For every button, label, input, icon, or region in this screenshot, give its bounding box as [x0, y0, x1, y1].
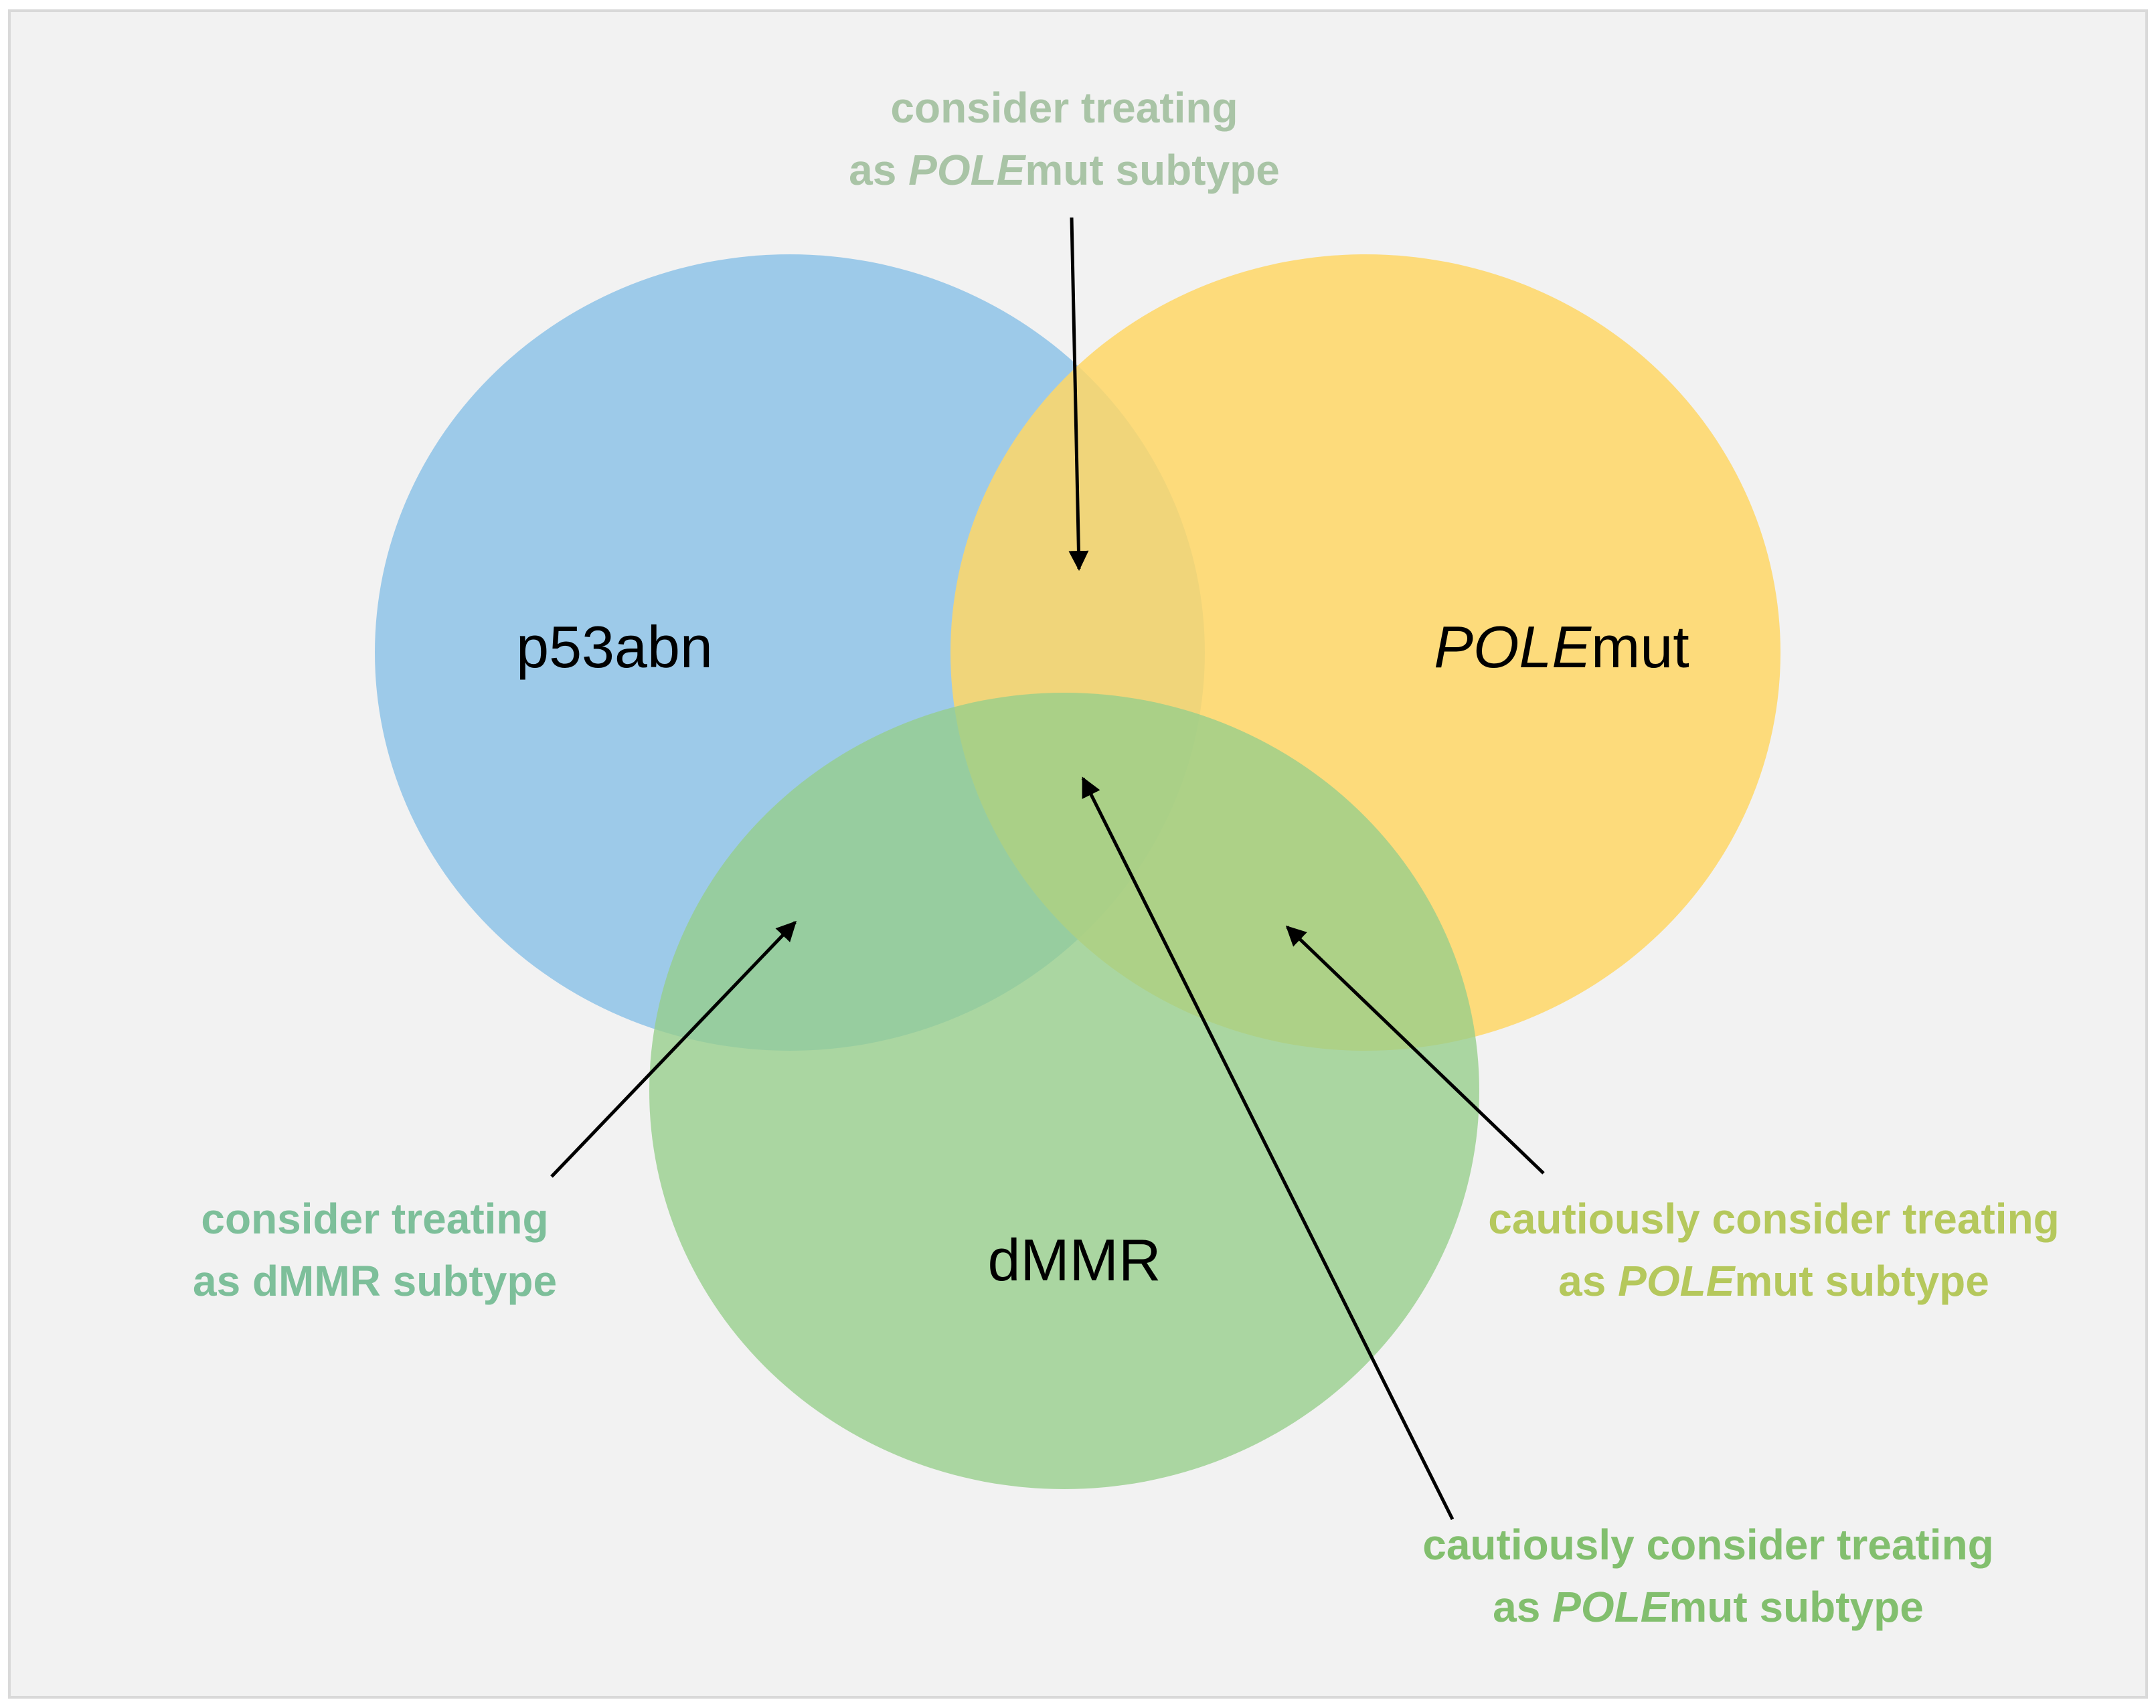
- annotation-bottom-line2: as POLEmut subtype: [1493, 1583, 1924, 1631]
- dmmr-label: dMMR: [987, 1227, 1161, 1293]
- annotation-bottom-line1: cautiously consider treating: [1422, 1521, 1994, 1569]
- annotation-right-line2: as POLEmut subtype: [1558, 1257, 1989, 1305]
- annotation-left-line1: consider treating: [201, 1195, 548, 1243]
- annotation-right-line1: cautiously consider treating: [1488, 1195, 2060, 1243]
- annotation-top-line2: as POLEmut subtype: [849, 146, 1280, 194]
- arrow-right: [1285, 925, 1545, 1175]
- arrow-left: [550, 920, 797, 1178]
- arrow-bottom: [1081, 776, 1455, 1521]
- p53abn-label: p53abn: [516, 614, 713, 680]
- arrow-top: [1068, 217, 1089, 571]
- polemut-label: POLEmut: [1434, 614, 1689, 680]
- annotation-left-line2: as dMMR subtype: [193, 1257, 557, 1305]
- annotation-top-line1: consider treating: [890, 84, 1238, 132]
- dmmr-circle: [649, 693, 1479, 1489]
